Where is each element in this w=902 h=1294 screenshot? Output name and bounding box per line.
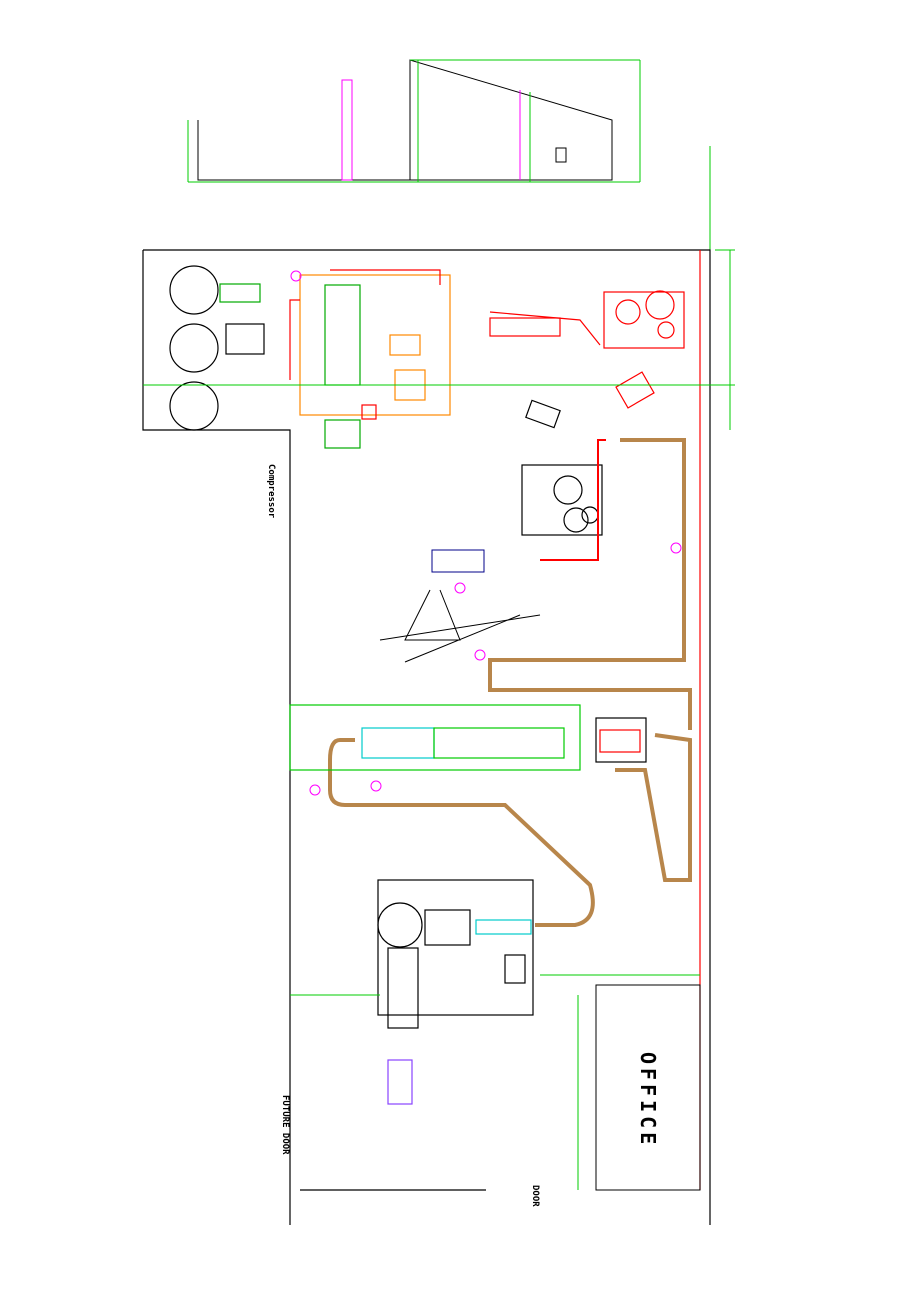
filler-wheel xyxy=(657,321,675,339)
blow-moulder xyxy=(431,549,485,573)
conveyor-path xyxy=(488,438,692,730)
equipment-tags xyxy=(290,270,682,796)
cooling-tunnel-body xyxy=(433,727,565,759)
compressor-tank xyxy=(169,265,219,315)
pallet-grid xyxy=(504,954,526,984)
chute-line xyxy=(379,614,541,641)
infeed-conveyor xyxy=(475,919,532,935)
outer-wall-right xyxy=(143,249,711,1225)
tag-circle xyxy=(290,270,302,282)
machine-part xyxy=(389,334,421,356)
shrink-tunnel xyxy=(361,727,435,759)
dryer-unit xyxy=(219,283,261,303)
air-receiver xyxy=(225,323,265,355)
compressor-area xyxy=(169,265,265,431)
machine-part xyxy=(361,404,377,420)
office-label: OFFICE xyxy=(636,1052,660,1149)
outer-wall-left xyxy=(142,250,291,1225)
conveyor-red xyxy=(330,269,441,285)
packer-core xyxy=(599,729,641,753)
accumulation-loop xyxy=(615,733,692,882)
red-filler-unit xyxy=(489,290,685,409)
office-box xyxy=(595,984,701,1191)
packer-frame xyxy=(595,717,647,763)
filler-frame xyxy=(521,464,603,536)
tag-circle xyxy=(454,582,466,594)
palletizer-area xyxy=(377,879,534,1105)
small-fixture xyxy=(555,147,567,163)
robot-base xyxy=(377,902,423,948)
bottle-chute xyxy=(379,549,541,663)
black-filler-unit xyxy=(521,399,603,536)
elevation-outline xyxy=(197,59,613,181)
pallet-grid xyxy=(424,909,471,946)
chute-line xyxy=(404,614,521,663)
filler-arm xyxy=(615,371,655,409)
filler-wheel xyxy=(581,506,599,524)
tag-circle xyxy=(370,780,382,792)
future-door-label: FUTURE DOOR xyxy=(280,1095,290,1155)
palletizer-room xyxy=(377,879,534,1016)
filler-arm xyxy=(525,399,561,429)
tag-circle xyxy=(670,542,682,554)
compressor-tank xyxy=(169,381,219,431)
tag-circle xyxy=(309,784,321,796)
pallet-stack xyxy=(387,947,419,1029)
filler-frame xyxy=(603,291,685,349)
filler-wheel xyxy=(553,475,583,505)
door-label: DOOR xyxy=(530,1185,540,1207)
filler-wheel xyxy=(645,290,675,320)
filler-wheel xyxy=(615,299,641,325)
building-walls xyxy=(142,249,711,1225)
conveyor-return xyxy=(328,738,595,927)
pallet-grid xyxy=(324,419,361,449)
dim-box xyxy=(289,704,581,771)
chute-hopper xyxy=(404,589,461,641)
conveyor-red-path xyxy=(540,439,606,561)
depalletizer-block xyxy=(289,269,451,449)
conveyor-system xyxy=(328,438,692,927)
forklift-icon xyxy=(387,1059,413,1105)
depalletizer-frame xyxy=(299,274,451,416)
conveyor-red xyxy=(489,311,601,346)
pallet-grid xyxy=(324,284,361,386)
filler-wheel xyxy=(563,507,589,533)
conveyor-red xyxy=(489,317,561,337)
compressor-label: Compressor xyxy=(266,464,276,519)
cooling-tunnel xyxy=(289,704,647,771)
column-post xyxy=(341,79,353,181)
elevation-section xyxy=(187,59,711,250)
conveyor-red xyxy=(289,299,300,380)
tag-circle xyxy=(474,649,486,661)
dimension-lines xyxy=(143,249,735,996)
compressor-tank xyxy=(169,323,219,373)
